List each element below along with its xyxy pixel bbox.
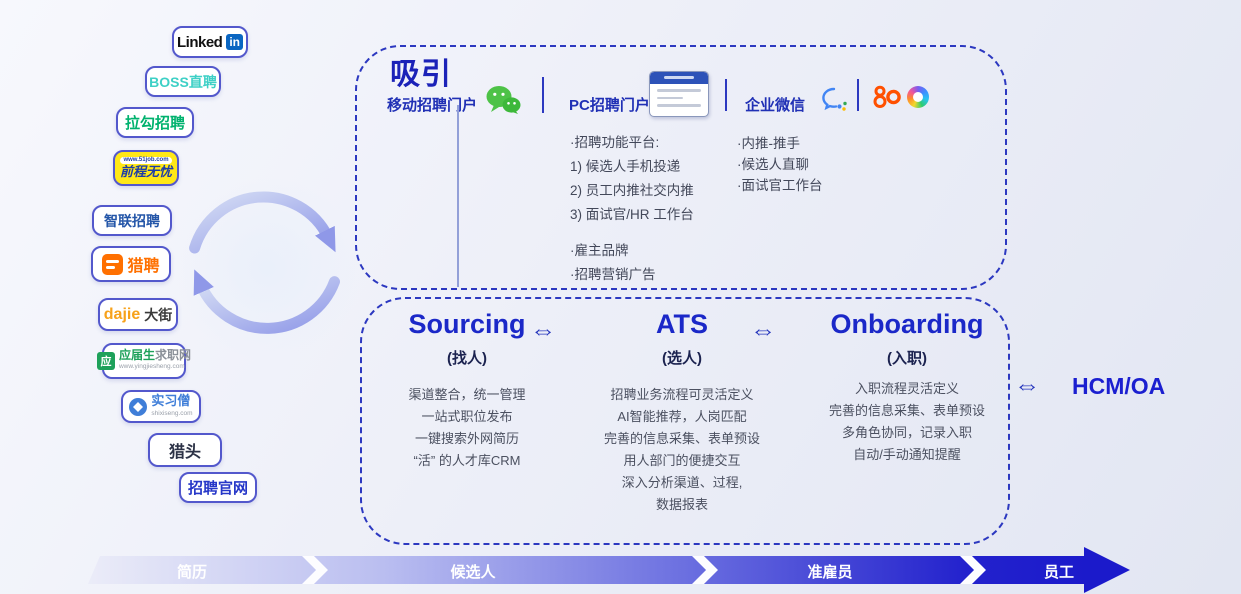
wecom-label: 企业微信 [745,97,806,114]
linkedin-wordmark: Linked [176,33,223,51]
stage-line: 数据报表 [655,497,708,512]
stage-title: ATS [656,309,708,339]
pc-portal-label: PC招聘门户 [569,97,650,114]
pipeline-stage-resume: 简历 [176,564,208,581]
51job-wordmark: 前程无忧 [119,164,172,179]
pipeline-bar [88,556,1086,584]
color-ring-icon [907,86,929,108]
stage-title: Onboarding [830,309,984,339]
stage-subtitle: (找人) [447,350,487,367]
pipeline-stage-employee: 员工 [1043,564,1075,581]
cycle-arrows-icon [189,191,340,334]
shixiseng-wordmark: 实习僧 [151,392,191,408]
liepin-wordmark: 猎聘 [127,258,160,275]
stage-ats: ATS (选人) 招聘业务流程可灵活定义 AI智能推荐，人岗匹配 完善的信息采集… [579,309,785,516]
yingjiesheng-suffix: 求职网 [155,348,192,362]
attract-feature-list: ·招聘功能平台: 1) 候选人手机投递 2) 员工内推社交内推 3) 面试官/H… [570,131,694,227]
channel-lagou: 拉勾招聘 [116,107,194,138]
channel-shixiseng: 实习僧 shixiseng.com [121,390,201,423]
mobile-portal-label: 移动招聘门户 [387,97,478,114]
double-arrow-icon: ⇔ [1014,370,1040,400]
stage-line: 一站式职位发布 [421,409,513,424]
hcm-oa-label: HCM/OA [1072,373,1166,399]
51job-url: www.51job.com [120,157,172,164]
stage-line: 多角色协同，记录入职 [841,425,972,440]
wechat-icon [486,86,521,114]
channel-headhunter: 猎头 [148,433,222,467]
stage-onboarding: Onboarding (入职) 入职流程灵活定义 完善的信息采集、表单预设 多角… [792,309,1022,466]
boss-zhipin-wordmark: BOSS直聘 [149,73,217,90]
attract-title: 吸引 [390,58,452,91]
stage-line: “活” 的人才库CRM [413,453,521,468]
zhilian-wordmark: 智联招聘 [104,212,160,229]
stage-line: 深入分析渠道、过程, [621,475,743,490]
stage-line: 一键搜索外网简历 [414,431,519,446]
webpage-thumbnail-icon [649,71,709,117]
shixiseng-url: shixiseng.com [151,409,193,417]
feature-line: 2) 员工内推社交内推 [570,183,694,198]
dajie-suffix: 大街 [144,306,173,323]
feature-line: ·招聘功能平台: [570,135,660,150]
pipeline-stage-preemployee: 准雇员 [807,564,853,581]
feature-line: 3) 面试官/HR 工作台 [570,207,694,222]
referral-line: ·候选人直聊 [737,157,809,172]
dajie-wordmark: dajie [103,305,141,323]
stage-line: 完善的信息采集、表单预设 [828,403,985,418]
channel-liepin: 猎聘 [91,246,171,282]
yingjiesheng-icon: 应 [96,352,115,370]
portal-divider [725,79,727,111]
stage-subtitle: (选人) [662,350,702,367]
referral-list: ·内推-推手 ·候选人直聊 ·面试官工作台 [737,133,823,196]
content-divider-line [457,105,459,287]
kuaishou-icon [873,85,901,108]
stage-line: 渠道整合，统一管理 [408,387,526,402]
double-arrow-icon: ⇔ [750,315,776,345]
webpage-header [650,72,708,84]
portal-divider [857,79,859,111]
referral-line: ·内推-推手 [737,136,800,151]
attract-feature-list-2: ·雇主品牌 ·招聘营销广告 [570,239,656,287]
career-site-label: 招聘官网 [187,480,248,497]
portal-divider [542,77,544,113]
shixiseng-icon [129,397,148,416]
stage-line: 入职流程灵活定义 [854,381,959,396]
channel-boss-zhipin: BOSS直聘 [145,66,221,97]
referral-line: ·面试官工作台 [737,178,823,193]
attract-box: 吸引 移动招聘门户 PC招聘门户 企业微信 ·招聘功能平台: 1) 候选人手机投… [355,45,1007,290]
wecom-bubble-icon [822,87,847,111]
stage-line: 用人部门的便捷交互 [623,453,741,468]
channel-zhilian-zhaopin: 智联招聘 [92,205,172,236]
stage-sourcing: Sourcing (找人) 渠道整合，统一管理 一站式职位发布 一键搜索外网简历… [364,309,570,472]
feature-line: ·招聘营销广告 [570,267,656,282]
stage-line: AI智能推荐，人岗匹配 [617,409,747,424]
double-arrow-icon: ⇔ [530,315,556,345]
stage-line: 完善的信息采集、表单预设 [603,431,760,446]
feature-line: 1) 候选人手机投递 [570,159,681,174]
lagou-wordmark: 拉勾招聘 [124,115,185,132]
channel-yingjiesheng: 应 应届生求职网 www.yingjiesheng.com [96,343,191,379]
liepin-icon [102,253,124,275]
pipeline-arrowhead-icon [1084,547,1130,593]
stage-title: Sourcing [408,309,526,339]
yingjiesheng-url: www.yingjiesheng.com [118,363,185,370]
stage-line: 自动/手动通知提醒 [853,447,961,462]
headhunter-label: 猎头 [168,444,201,461]
stage-subtitle: (入职) [887,350,927,367]
channel-51job: www.51job.com 前程无忧 [113,150,179,186]
linkedin-in-icon: in [226,34,243,50]
flow-box: Sourcing (找人) 渠道整合，统一管理 一站式职位发布 一键搜索外网简历… [360,297,1010,545]
yingjiesheng-wordmark: 应届生 [118,348,155,362]
stage-line: 招聘业务流程可灵活定义 [610,387,754,402]
feature-line: ·雇主品牌 [570,243,629,258]
pipeline-stage-candidate: 候选人 [450,564,496,581]
channel-career-site: 招聘官网 [179,472,257,503]
